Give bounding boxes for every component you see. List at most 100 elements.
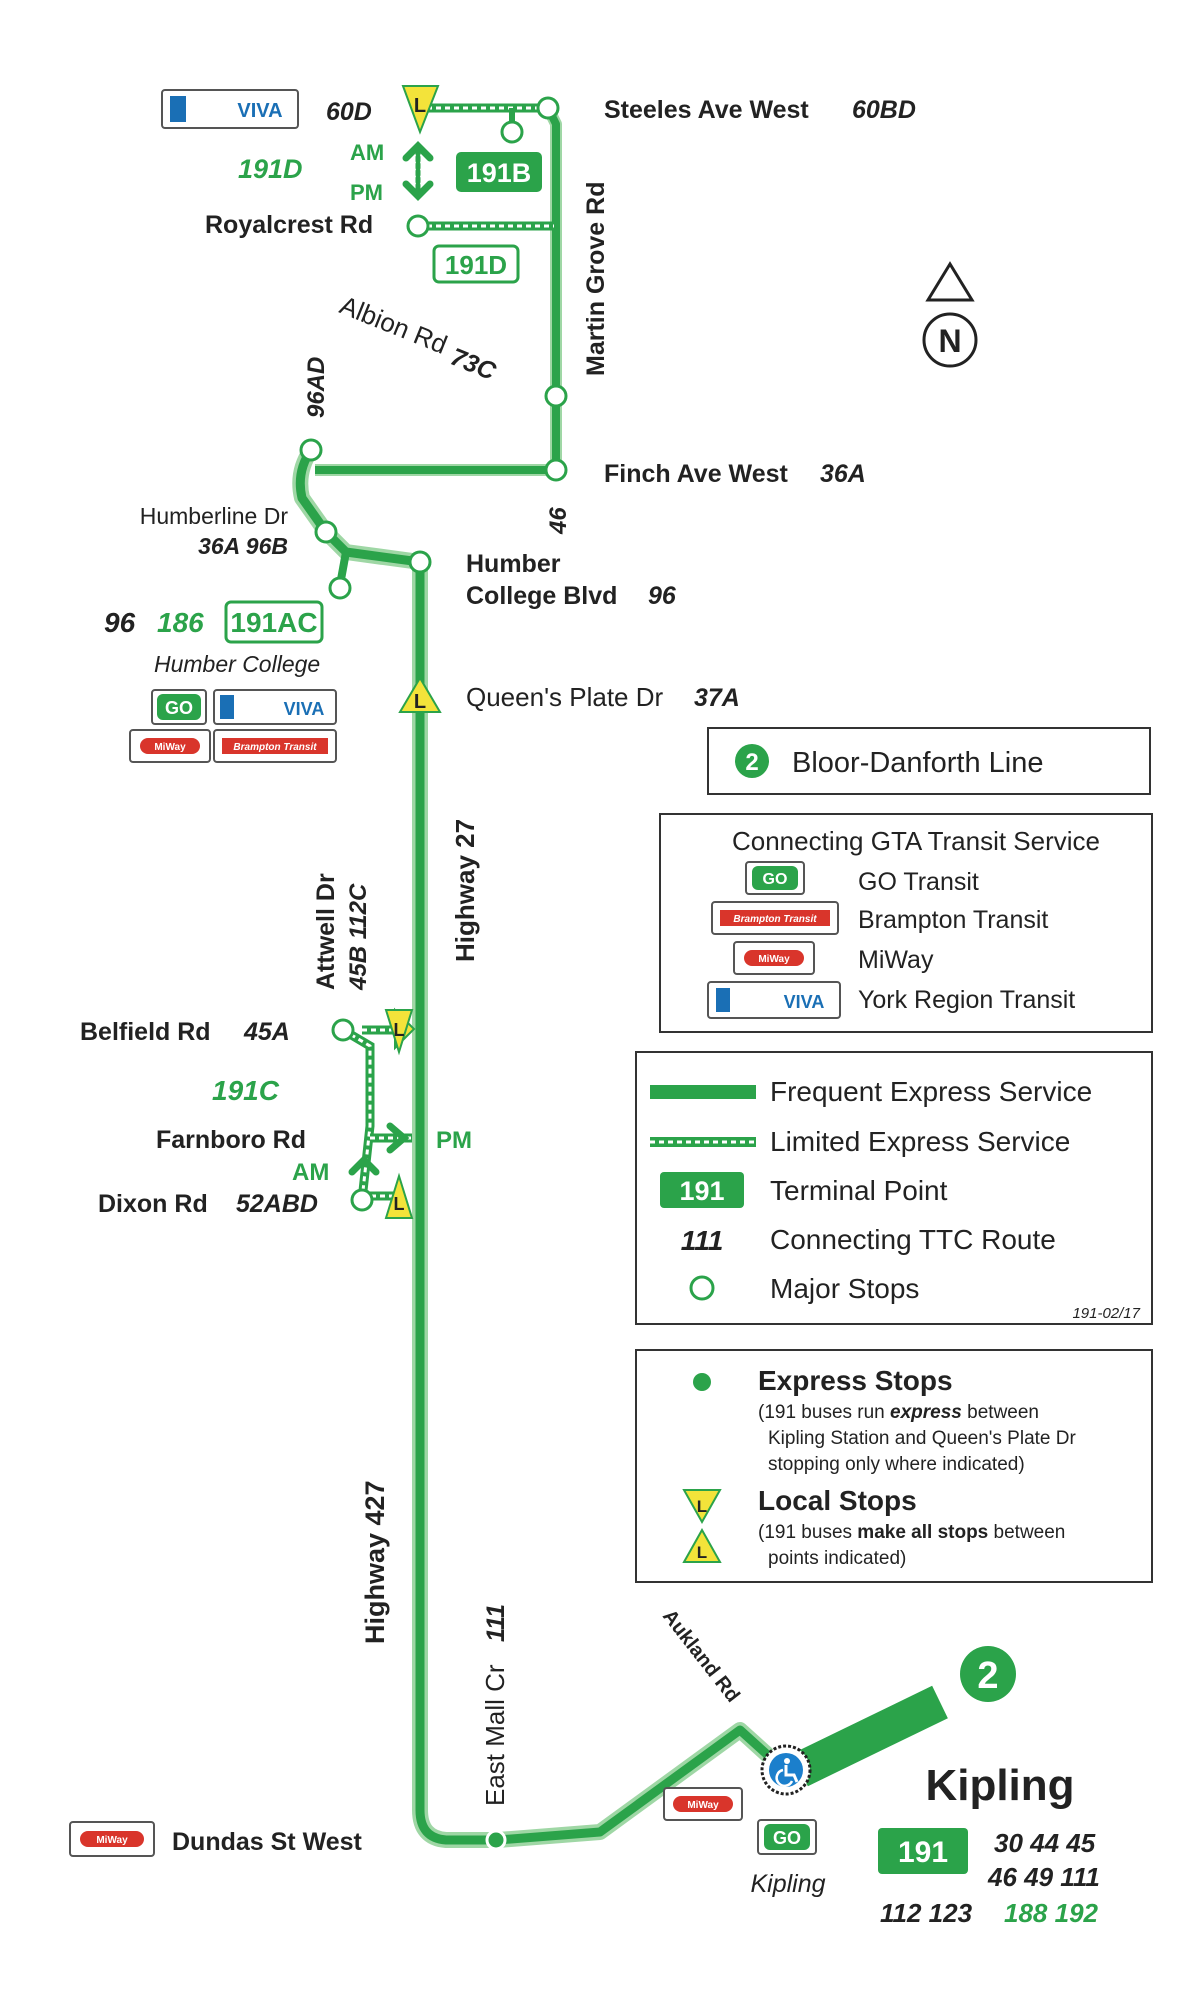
svg-text:Brampton Transit: Brampton Transit [733,914,817,925]
svg-text:Terminal Point: Terminal Point [770,1175,948,1206]
legend-box: Frequent Express Service Limited Express… [635,1051,1153,1325]
svg-text:Connecting GTA Transit Service: Connecting GTA Transit Service [732,826,1100,856]
svg-text:York Region Transit: York Region Transit [858,986,1075,1014]
svg-text:Frequent Express Service: Frequent Express Service [770,1076,1092,1107]
svg-text:L: L [394,1020,405,1040]
svg-text:GO: GO [763,871,788,888]
finch-label: Finch Ave West [604,460,789,488]
terminal-191ac: 191AC [224,600,324,644]
svg-text:191AC: 191AC [230,607,317,638]
pm-label-191b: PM [350,180,383,205]
go-logo-humber: GO [151,689,207,725]
svg-text:2: 2 [745,749,758,776]
svg-text:points indicated): points indicated) [768,1548,906,1569]
svg-text:L: L [697,1543,707,1562]
direction-arrows-191b [402,141,434,201]
svg-text:L: L [697,1497,707,1516]
svg-text:Bloor-Danforth Line: Bloor-Danforth Line [792,747,1043,779]
svg-text:Albion Rd: Albion Rd [336,290,452,360]
pm-label-191c: PM [436,1127,472,1154]
humber-college-blvd-routes: 96 [648,582,677,610]
svg-text:191-02/17: 191-02/17 [1072,1305,1140,1322]
steeles-routes: 60BD [852,96,916,124]
am-label-191b: AM [350,140,384,165]
svg-text:N: N [938,323,961,359]
svg-text:MiWay: MiWay [858,946,934,974]
dixon-label: Dixon Rd [98,1190,208,1218]
svg-text:(191 buses make all stops betw: (191 buses make all stops between [758,1522,1065,1543]
humber-college-186: 186 [157,607,204,638]
svg-text:MiWay: MiWay [96,1835,128,1846]
viva-logo-steeles: VIVA [161,89,299,129]
terminal-191d: 191D [432,244,520,284]
svg-text:MiWay: MiWay [758,954,790,965]
highway427-label: Highway 427 [360,1480,390,1644]
local-stop-belfield: L [384,1007,416,1056]
svg-text:191D: 191D [445,250,507,280]
svg-text:Brampton Transit: Brampton Transit [233,742,317,753]
attwell-routes: 45B 112C [345,883,372,991]
svg-text:VIVA: VIVA [237,100,282,122]
finch-routes: 36A [820,460,866,488]
humber-college-blvd-line2: College Blvd [466,582,617,610]
east-mall-label: East Mall Cr [480,1664,510,1806]
svg-text:GO: GO [773,1828,801,1848]
svg-text:Limited Express Service: Limited Express Service [770,1126,1070,1157]
svg-text:MiWay: MiWay [154,742,186,753]
svg-text:L: L [414,691,426,713]
svg-text:Kipling Station and Queen's Pl: Kipling Station and Queen's Plate Dr [768,1428,1076,1449]
kipling-terminal-191: 191 [878,1828,968,1874]
belfield-label: Belfield Rd [80,1018,211,1046]
svg-text:191B: 191B [467,158,532,188]
svg-text:111: 111 [681,1225,724,1256]
miway-logo-kipling: MiWay [663,1787,743,1821]
svg-text:GO: GO [165,698,193,718]
svg-text:Connecting TTC Route: Connecting TTC Route [770,1224,1056,1255]
royalcrest-label: Royalcrest Rd [205,211,373,239]
north-arrow: N [922,261,978,368]
svg-text:GO Transit: GO Transit [858,868,979,896]
humber-college-label: Humber College [154,651,320,677]
svg-text:191: 191 [898,1836,948,1869]
svg-text:Brampton Transit: Brampton Transit [858,906,1048,934]
queens-plate-label: Queen's Plate Dr [466,682,664,712]
branch-191c-label: 191C [212,1075,280,1106]
svg-text:Major Stops: Major Stops [770,1273,919,1304]
local-stop-steeles: L [401,85,440,135]
kipling-small-label: Kipling [750,1870,825,1898]
svg-text:Local Stops: Local Stops [758,1485,917,1516]
kipling-routes-row2: 46 49 111 [987,1862,1100,1892]
miway-logo-dundas: MiWay [69,1821,155,1857]
local-stop-queens-plate: L [398,676,442,713]
queens-plate-routes: 37A [694,684,740,712]
brampton-logo-humber: Brampton Transit [213,729,337,763]
svg-text:2: 2 [977,1655,998,1697]
major-stops [299,96,568,1212]
east-mall-routes: 111 [482,1604,510,1642]
terminal-191b: 191B [456,152,542,192]
svg-text:Express Stops: Express Stops [758,1365,953,1396]
direction-arrows-191c [348,1122,410,1176]
steeles-label: Steeles Ave West [604,96,809,124]
svg-text:VIVA: VIVA [784,992,825,1012]
albion-label: Albion Rd 73C [336,290,501,387]
bloor-danforth-line-badge: 2 [960,1646,1016,1702]
gta-transit-box: Connecting GTA Transit Service GO GO Tra… [659,813,1153,1033]
express-stop-east-mall [485,1829,507,1851]
kipling-station-accessible [760,1744,812,1796]
humber-college-blvd-line1: Humber [466,550,561,578]
svg-text:L: L [414,95,426,117]
aukland-label: Aukland Rd [658,1606,744,1707]
belfield-routes: 45A [243,1018,290,1046]
svg-text:stopping only where indicated): stopping only where indicated) [768,1454,1025,1475]
branch-191d-label: 191D [238,154,303,184]
bloor-danforth-box: 2 Bloor-Danforth Line [707,727,1151,795]
farnboro-label: Farnboro Rd [156,1126,306,1154]
kipling-routes-row1: 30 44 45 [994,1828,1096,1858]
finch-south-routes: 46 [545,507,572,535]
humberline-routes: 36A 96B [198,533,288,559]
finch-west-routes: 96AD [303,357,330,418]
go-logo-kipling: GO [757,1819,817,1855]
svg-text:L: L [394,1194,405,1214]
